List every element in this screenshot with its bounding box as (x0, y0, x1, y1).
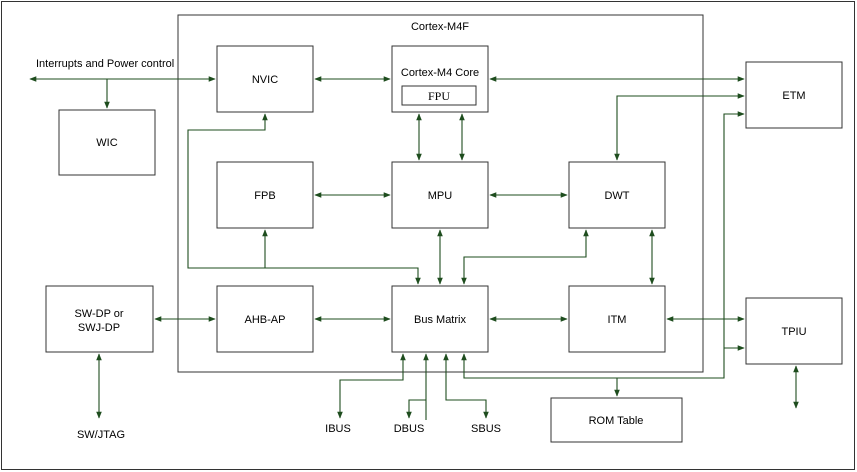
nvic-label: NVIC (252, 74, 278, 86)
bus-matrix-label: Bus Matrix (414, 314, 466, 326)
ahb-ap-label: AHB-AP (245, 314, 286, 326)
interrupts-label: Interrupts and Power control (36, 58, 174, 70)
fpu-block (401, 85, 477, 106)
fpu-label: FPU (428, 89, 450, 103)
dwt-etm-arrow (614, 93, 745, 161)
ahb-ap-block (216, 285, 314, 353)
wic-label: WIC (96, 137, 117, 149)
swdp-block (45, 285, 154, 353)
sbus-arrow (443, 353, 489, 419)
swdp-label-line1: SW-DP or (74, 308, 123, 320)
rom-table-block (550, 397, 683, 443)
dbus-label: DBUS (394, 423, 425, 435)
mpu-label: MPU (428, 190, 453, 202)
ibus-arrow (337, 353, 406, 419)
nvic-bus-matrix-path (187, 113, 421, 285)
core-label: Cortex-M4 Core (401, 67, 479, 79)
rom-table-label: ROM Table (589, 415, 644, 427)
wic-block (58, 109, 156, 176)
itm-label: ITM (608, 314, 627, 326)
nvic-block (216, 45, 314, 113)
etm-block (745, 61, 843, 129)
tpiu-label: TPIU (781, 326, 806, 338)
tpiu-block (745, 297, 843, 365)
dwt-bus-matrix-path (461, 229, 589, 285)
sbus-label: SBUS (471, 423, 501, 435)
dbus-arrow-tail (406, 399, 426, 419)
fpb-label: FPB (254, 190, 275, 202)
swdp-label-line2: SWJ-DP (78, 322, 120, 334)
dwt-label: DWT (604, 190, 629, 202)
sw-jtag-label: SW/JTAG (77, 429, 125, 441)
container-title: Cortex-M4F (411, 21, 469, 33)
bus-matrix-rom-etm-path (461, 111, 745, 379)
ibus-label: IBUS (325, 423, 351, 435)
etm-label: ETM (782, 90, 805, 102)
